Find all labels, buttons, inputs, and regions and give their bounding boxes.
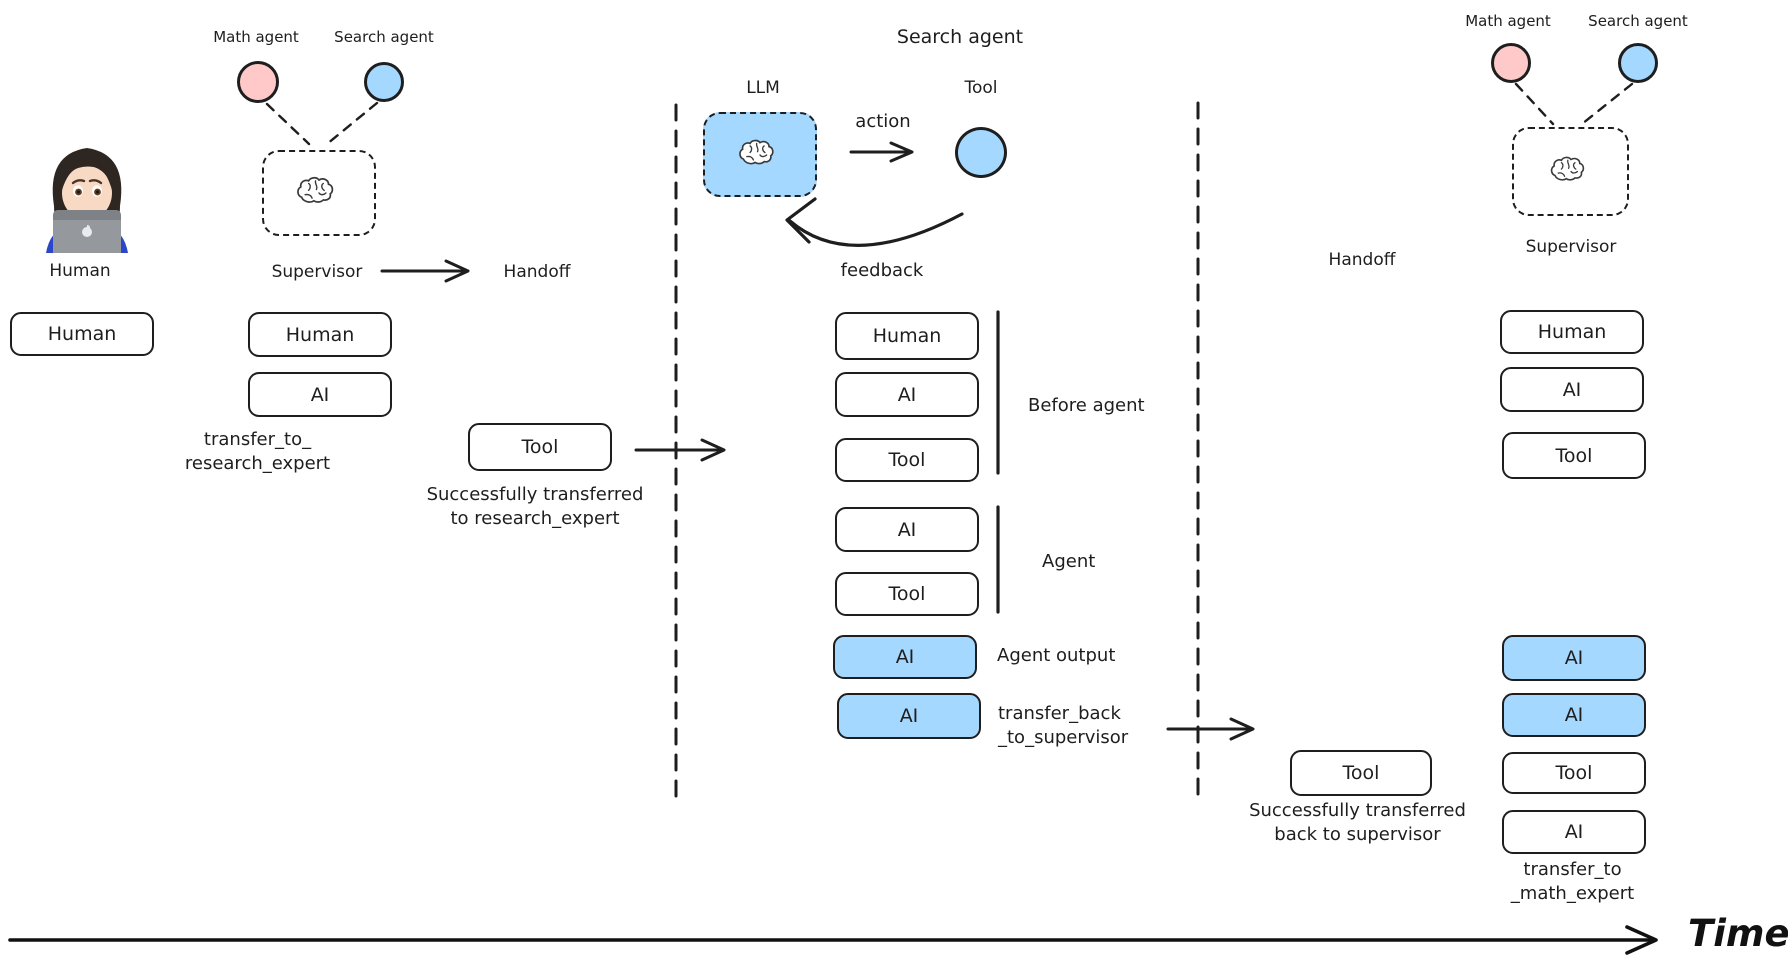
right-tool-box-1: Tool <box>1502 432 1646 479</box>
search-agent-node-right <box>1618 43 1658 83</box>
brain-icon <box>739 139 774 164</box>
action-arrow <box>849 141 914 163</box>
supervisor-title-left: Supervisor <box>271 262 363 282</box>
right-ai-box-3: AI <box>1502 693 1646 737</box>
before-agent-label: Before agent <box>1028 395 1145 416</box>
transfer-to-research-note: transfer_to_ research_expert <box>184 429 331 474</box>
llm-node <box>703 112 817 197</box>
link-search-to-supervisor-left <box>325 101 379 146</box>
agent-output-label: Agent output <box>997 645 1116 666</box>
llm-label: LLM <box>746 78 780 98</box>
brain-icon <box>297 176 334 203</box>
tool-node-label: Tool <box>964 78 998 98</box>
right-human-box: Human <box>1500 310 1644 354</box>
success-supervisor-note: Successfully transferred back to supervi… <box>1249 800 1466 845</box>
math-agent-label-right: Math agent <box>1465 12 1551 30</box>
feedback-label: feedback <box>840 260 924 281</box>
human-message-box: Human <box>10 312 154 356</box>
woman-technologist-emoji <box>41 140 133 254</box>
handoff-tool-box-left: Tool <box>468 423 612 471</box>
success-research-note: Successfully transferred to research_exp… <box>426 484 644 529</box>
right-tool-box-2: Tool <box>1502 752 1646 794</box>
search-agent-label-left: Search agent <box>334 28 434 46</box>
mid-human-box: Human <box>835 312 979 360</box>
handoff-tool-box-right: Tool <box>1290 750 1432 796</box>
handoff-to-agent-arrow <box>634 438 726 462</box>
handoff-title-left: Handoff <box>503 262 571 282</box>
mid-ai-box-2: AI <box>835 507 979 552</box>
time-axis-label: Time <box>1688 912 1788 955</box>
search-agent-lane-title: Search agent <box>896 26 1024 48</box>
supervisor-title-right: Supervisor <box>1525 237 1617 257</box>
supervisor-node-right <box>1512 127 1629 216</box>
mid-ai-box-4: AI <box>837 693 981 739</box>
tool-node <box>955 127 1007 178</box>
supervisor-ai-box: AI <box>248 372 392 417</box>
mid-tool-box-2: Tool <box>835 572 979 616</box>
right-ai-box-2: AI <box>1502 635 1646 681</box>
link-search-to-supervisor-right <box>1580 82 1634 126</box>
supervisor-human-box: Human <box>248 312 392 357</box>
math-agent-node-left <box>237 61 279 103</box>
search-agent-label-right: Search agent <box>1588 12 1688 30</box>
transfer-back-arrow <box>1166 717 1255 741</box>
right-ai-box-1: AI <box>1500 367 1644 412</box>
link-math-to-supervisor-left <box>265 102 311 146</box>
human-lane-title: Human <box>49 261 111 281</box>
mid-tool-box-1: Tool <box>835 438 979 482</box>
mid-ai-box-1: AI <box>835 372 979 417</box>
math-agent-node-right <box>1491 43 1531 83</box>
mid-ai-box-3: AI <box>833 635 977 679</box>
handoff-title-right: Handoff <box>1328 250 1396 270</box>
search-agent-node-left <box>364 62 404 102</box>
time-axis-arrow <box>8 925 1658 955</box>
agent-label: Agent <box>1042 551 1096 572</box>
supervisor-to-handoff-arrow <box>380 259 470 283</box>
supervisor-node-left <box>262 150 376 236</box>
transfer-to-math-note: transfer_to _math_expert <box>1510 859 1635 904</box>
brain-icon <box>1550 156 1584 181</box>
right-ai-box-4: AI <box>1502 810 1646 854</box>
action-label: action <box>855 111 911 132</box>
link-math-to-supervisor-right <box>1514 82 1555 126</box>
feedback-arrow <box>785 197 964 247</box>
transfer-back-note: transfer_back _to_supervisor <box>998 703 1129 748</box>
math-agent-label-left: Math agent <box>213 28 299 46</box>
